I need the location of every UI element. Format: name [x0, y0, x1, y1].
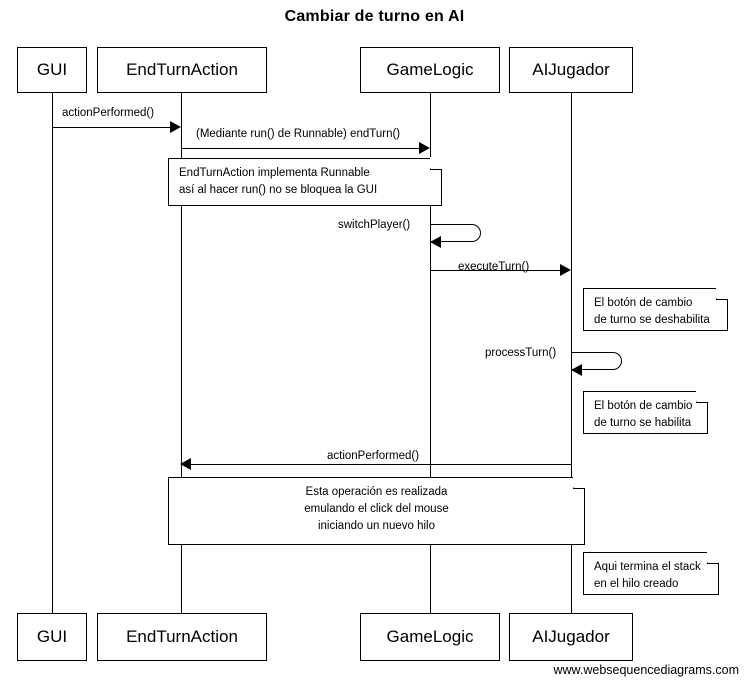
- note-text-3: El botón de cambio de turno se habilita: [594, 398, 697, 432]
- message-line-end-turn: [181, 148, 422, 149]
- message-self-loop-switch-player: [430, 224, 481, 242]
- message-self-loop-process-turn: [571, 352, 622, 370]
- participant-label-gui-bottom: GUI: [36, 627, 68, 646]
- note-fold-icon-3: [696, 390, 708, 403]
- note-boton-habilita: El botón de cambio de turno se habilita: [583, 390, 708, 434]
- note-text-5: Aqui termina el stack en el hilo creado: [594, 559, 708, 593]
- message-line-action-performed-1: [52, 127, 173, 128]
- message-arrowhead-action-performed-1: [170, 121, 181, 133]
- note-text-1: EndTurnAction implementa Runnable así al…: [179, 165, 431, 199]
- note-line: El botón de cambio: [594, 400, 693, 412]
- note-line: así al hacer run() no se bloquea la GUI: [179, 184, 378, 196]
- message-arrowhead-execute-turn: [560, 264, 571, 276]
- diagram-title: Cambiar de turno en AI: [284, 8, 465, 25]
- note-fold-icon-1: [430, 157, 442, 170]
- participant-box-endturnaction-top[interactable]: EndTurnAction: [97, 47, 267, 93]
- participant-label-endturnaction-top: EndTurnAction: [126, 60, 238, 79]
- note-endturnaction-runnable: EndTurnAction implementa Runnable así al…: [168, 157, 442, 206]
- participant-box-gui-bottom[interactable]: GUI: [17, 613, 87, 661]
- participant-label-gamelogic-top: GameLogic: [386, 60, 474, 79]
- note-text-4: Esta operación es realizada emulando el …: [179, 484, 574, 535]
- lifeline-gui: [52, 93, 53, 613]
- note-line: de turno se deshabilita: [594, 314, 710, 326]
- note-text-2: El botón de cambio de turno se deshabili…: [594, 295, 717, 329]
- watermark-footer: www.websequencediagrams.com: [553, 663, 739, 677]
- participant-label-gui-top: GUI: [36, 60, 68, 79]
- message-label-end-turn: (Mediante run() de Runnable) endTurn(): [196, 128, 401, 140]
- participant-label-aijugador-bottom: AIJugador: [532, 627, 610, 646]
- participant-box-aijugador-bottom[interactable]: AIJugador: [509, 613, 633, 661]
- note-fold-icon-4: [573, 476, 585, 489]
- note-line: emulando el click del mouse: [304, 503, 449, 515]
- participant-box-gamelogic-top[interactable]: GameLogic: [360, 47, 500, 93]
- participant-box-gamelogic-bottom[interactable]: GameLogic: [360, 613, 500, 661]
- participant-box-aijugador-top[interactable]: AIJugador: [509, 47, 633, 93]
- participant-box-gui-top[interactable]: GUI: [17, 47, 87, 93]
- participant-label-endturnaction-bottom: EndTurnAction: [126, 627, 238, 646]
- note-fold-icon-5: [707, 551, 719, 564]
- message-arrowhead-end-turn: [419, 142, 430, 154]
- note-line: Esta operación es realizada: [305, 486, 448, 498]
- message-label-switch-player: switchPlayer(): [338, 219, 411, 231]
- lifeline-gamelogic: [430, 93, 431, 613]
- message-line-action-performed-2: [190, 464, 571, 465]
- participant-label-gamelogic-bottom: GameLogic: [386, 627, 474, 646]
- message-label-action-performed-1: actionPerformed(): [62, 107, 155, 119]
- note-line: en el hilo creado: [594, 578, 679, 590]
- note-line: EndTurnAction implementa Runnable: [179, 167, 370, 179]
- message-arrowhead-switch-player: [430, 236, 441, 248]
- note-line: iniciando un nuevo hilo: [317, 520, 435, 532]
- message-label-process-turn: processTurn(): [485, 347, 557, 359]
- note-fin-stack: Aqui termina el stack en el hilo creado: [583, 551, 719, 595]
- participant-box-endturnaction-bottom[interactable]: EndTurnAction: [97, 613, 267, 661]
- message-arrowhead-process-turn: [571, 364, 582, 376]
- note-line: Aqui termina el stack: [594, 561, 701, 573]
- participant-label-aijugador-top: AIJugador: [532, 60, 610, 79]
- message-line-execute-turn: [430, 270, 562, 271]
- lifeline-endturnaction: [181, 93, 182, 613]
- message-label-execute-turn: executeTurn(): [458, 261, 530, 273]
- note-fold-icon-2: [716, 287, 728, 300]
- note-boton-deshabilita: El botón de cambio de turno se deshabili…: [583, 287, 728, 331]
- message-label-action-performed-2: actionPerformed(): [327, 450, 420, 462]
- note-line: de turno se habilita: [594, 417, 692, 429]
- message-arrowhead-action-performed-2: [180, 458, 191, 470]
- note-emulando-click: Esta operación es realizada emulando el …: [168, 476, 585, 545]
- note-line: El botón de cambio: [594, 297, 693, 309]
